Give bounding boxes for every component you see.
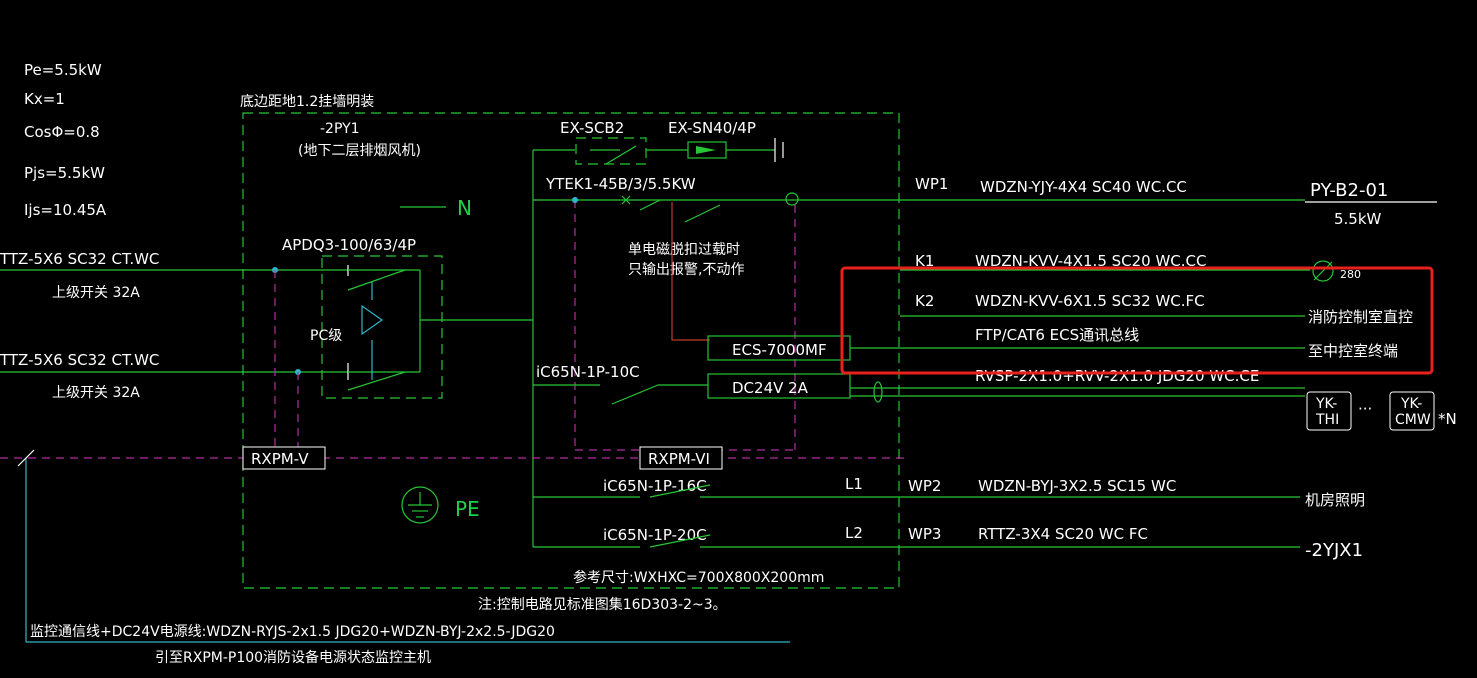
- ats-actuator: [361, 304, 384, 336]
- yk-count: *N: [1438, 410, 1457, 428]
- yk-cmw-module: [1389, 391, 1435, 431]
- scb-model: EX-SCB2: [560, 119, 624, 137]
- cable-tick: [17, 449, 35, 467]
- yk-thi-bottom: THI: [1315, 412, 1339, 428]
- cable-bundle-icon: [873, 381, 883, 403]
- ellipsis: ···: [1358, 400, 1372, 418]
- monitor-cable-spec: 监控通信线+DC24V电源线:WDZN-RYJS-2x1.5 JDG20+WDZ…: [30, 624, 555, 640]
- starter-contact: [639, 199, 661, 211]
- sn-model: EX-SN40/4P: [668, 119, 756, 137]
- pe-label: PE: [455, 497, 480, 521]
- ic65-10c: iC65N-1P-10C: [536, 363, 640, 381]
- wp2-switch: [649, 484, 711, 498]
- upstream-switch-2: 上级开关 32A: [52, 385, 140, 401]
- yk-thi-module: [1306, 391, 1352, 431]
- damper-angle: 280: [1340, 268, 1361, 281]
- wp2-cable: WDZN-BYJ-3X2.5 SC15 WC: [978, 477, 1176, 495]
- k2-id: K2: [915, 292, 934, 310]
- wp3-dest: -2YJX1: [1305, 540, 1363, 561]
- k1-id: K1: [915, 252, 934, 270]
- ic1-switch: [611, 384, 659, 405]
- dc-supply-module: [707, 373, 851, 399]
- motor-terminal-icon: [785, 192, 799, 206]
- load-calculation: Pe=5.5kW Kx=1 CosΦ=0.8 Pjs=5.5kW Ijs=10.…: [24, 61, 107, 219]
- pe-value: Pe=5.5kW: [24, 61, 102, 79]
- relay-note-1: 单电磁脱扣过载时: [628, 242, 740, 258]
- standard-note: 注:控制电路见标准图集16D303-2~3。: [478, 596, 727, 613]
- surge-arrow-icon: [696, 146, 716, 154]
- wp1-load: PY-B2-01: [1310, 180, 1388, 201]
- pjs-value: Pjs=5.5kW: [24, 164, 105, 182]
- k1-cable: WDZN-KVV-4X1.5 SC20 WC.CC: [975, 252, 1207, 270]
- breaker-x: [621, 195, 631, 205]
- scb-box: [575, 137, 647, 165]
- yk-cmw-bottom: CMW: [1395, 412, 1431, 428]
- wp3-switch: [649, 534, 711, 548]
- highlight-box: [840, 266, 1434, 375]
- yk-thi-top: YK-: [1315, 396, 1337, 412]
- rvsp-cable: RVSP-2X1.0+RVV-2X1.0 JDG20 WC.CE: [975, 367, 1259, 385]
- wp2-id: WP2: [908, 477, 941, 495]
- k2-dest: 消防控制室直控: [1308, 308, 1413, 326]
- panel-enclosure: [242, 112, 900, 589]
- wp1-id: WP1: [915, 175, 948, 193]
- ecs-model: ECS-7000MF: [732, 341, 827, 359]
- ats-model: APDQ3-100/63/4P: [282, 236, 416, 254]
- relay-note-2: 只输出报警,不动作: [628, 262, 744, 278]
- upstream-switch-1: 上级开关 32A: [52, 285, 140, 301]
- kx-value: Kx=1: [24, 90, 65, 108]
- ic65-16c: iC65N-1P-16C: [603, 477, 707, 495]
- cos-value: CosΦ=0.8: [24, 123, 100, 141]
- ats-switch-blade: [347, 371, 406, 391]
- wp1-power: 5.5kW: [1334, 210, 1382, 228]
- pc-class: PC级: [310, 328, 342, 344]
- thermal-relay: [684, 204, 721, 223]
- ic65-20c: iC65N-1P-20C: [603, 526, 707, 544]
- n-label: N: [457, 196, 472, 220]
- panel-id: -2PY1: [320, 121, 360, 137]
- rxpm-v-label: RXPM-V: [251, 450, 309, 468]
- rxpm-v-module: [242, 446, 326, 470]
- ijs-value: Ijs=10.45A: [24, 201, 107, 219]
- wp3-id: WP3: [908, 525, 941, 543]
- wp2-dest: 机房照明: [1305, 491, 1365, 509]
- ats-switch-blade: [347, 269, 406, 291]
- starter-model: YTEK1-45B/3/5.5KW: [545, 175, 696, 193]
- ats-box: [321, 255, 443, 399]
- monitor-cable-dest: 引至RXPM-P100消防设备电源状态监控主机: [155, 649, 431, 666]
- rxpm-vi-module: [639, 446, 723, 470]
- scb-switch: [605, 145, 637, 165]
- wp3-cable: RTTZ-3X4 SC20 WC FC: [978, 525, 1148, 543]
- panel-desc: (地下二层排烟风机): [298, 143, 421, 159]
- damper-icon: [1312, 260, 1334, 282]
- rxpm-vi-label: RXPM-VI: [648, 450, 710, 468]
- size-note: 参考尺寸:WXHXC=700X800X200mm: [573, 569, 824, 586]
- yk-cmw-top: YK-: [1400, 396, 1422, 412]
- k2-cable: WDZN-KVV-6X1.5 SC32 WC.FC: [975, 292, 1205, 310]
- ftp-cable: FTP/CAT6 ECS通讯总线: [975, 326, 1139, 344]
- incoming-cable-1: TTZ-5X6 SC32 CT.WC: [0, 250, 159, 268]
- dc-model: DC24V 2A: [732, 379, 809, 397]
- wp1-cable: WDZN-YJY-4X4 SC40 WC.CC: [980, 178, 1187, 196]
- l1-label: L1: [845, 475, 863, 493]
- incoming-cable-2: TTZ-5X6 SC32 CT.WC: [0, 351, 159, 369]
- junction-dot: [572, 197, 578, 203]
- damper-icon: [1313, 261, 1333, 281]
- mount-note: 底边距地1.2挂墙明装: [240, 94, 374, 110]
- control-wire: [671, 202, 710, 341]
- ground-icon: [401, 486, 439, 524]
- ftp-dest: 至中控室终端: [1308, 342, 1398, 360]
- l2-label: L2: [845, 524, 863, 542]
